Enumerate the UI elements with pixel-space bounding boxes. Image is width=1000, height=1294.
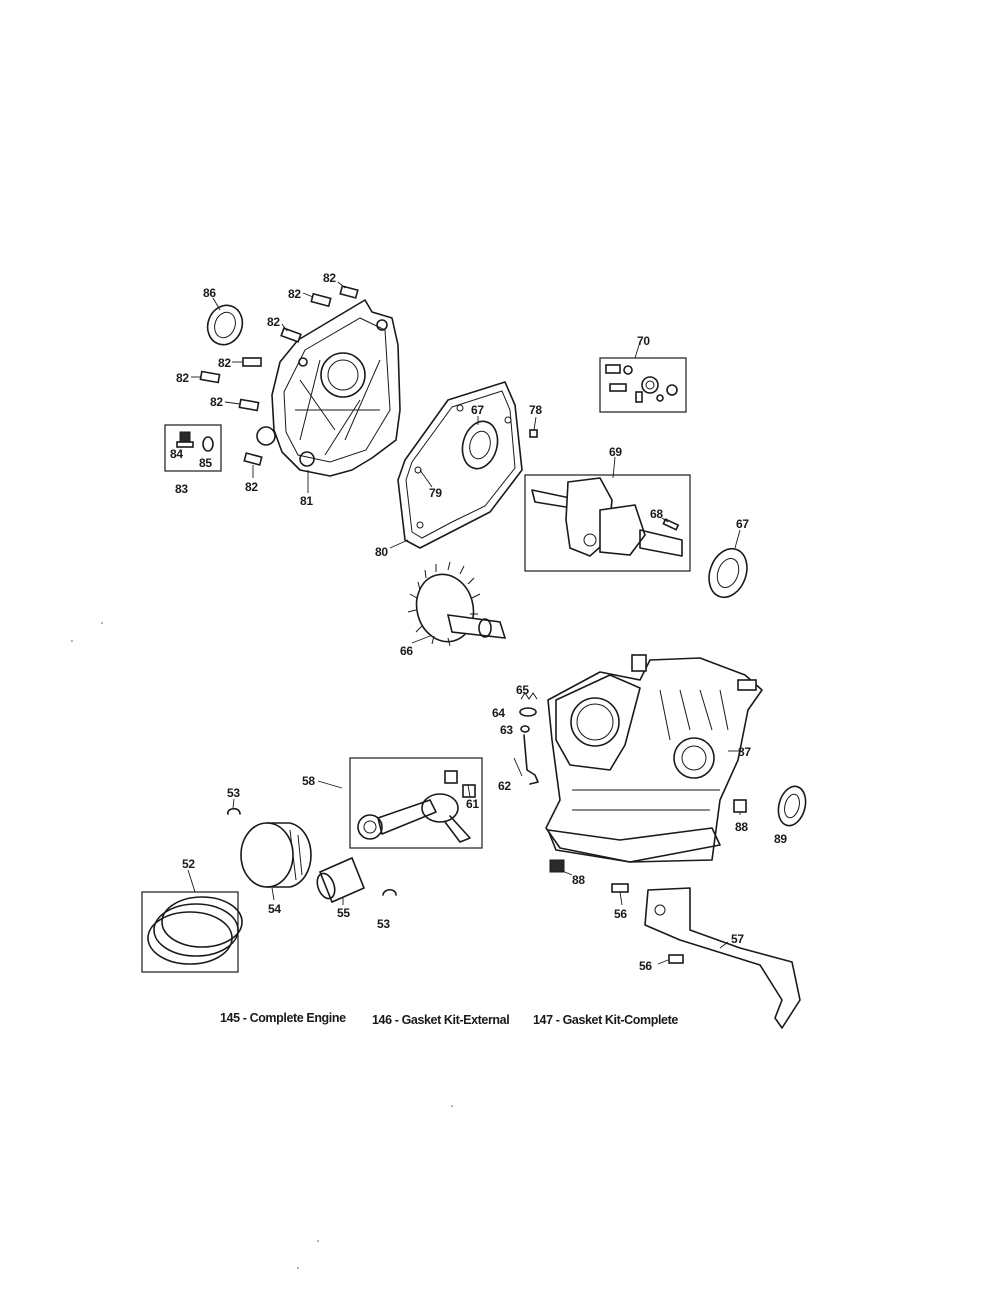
callout-52: 52 (182, 857, 195, 871)
circlip-53-lower-part[interactable] (382, 888, 397, 896)
camshaft-66-part[interactable] (407, 561, 507, 648)
callout-85: 85 (199, 456, 212, 470)
callout-56: 56 (639, 959, 652, 973)
kit-legend: 145 - Complete Engine 146 - Gasket Kit-E… (220, 1011, 679, 1027)
dowel-78-part[interactable] (529, 429, 538, 438)
callout-80: 80 (375, 545, 388, 559)
callout-83: 83 (175, 482, 188, 496)
callout-70: 70 (637, 334, 650, 348)
callout-86: 86 (203, 286, 216, 300)
piston-54-part[interactable] (240, 822, 312, 888)
callout-87: 87 (738, 745, 751, 759)
bolt-56-lower-part[interactable] (668, 954, 684, 964)
callout-82: 82 (176, 371, 189, 385)
bearing-67-upper-part[interactable] (457, 417, 502, 472)
callout-68: 68 (650, 507, 663, 521)
callout-56: 56 (614, 907, 627, 921)
callout-88: 88 (572, 873, 585, 887)
callout-79: 79 (429, 486, 442, 500)
callout-58: 58 (302, 774, 315, 788)
callout-82: 82 (323, 271, 336, 285)
callout-67: 67 (471, 403, 484, 417)
bracket-57-part[interactable] (644, 887, 801, 1029)
circlip-53-upper-part[interactable] (227, 807, 241, 815)
callout-82: 82 (210, 395, 223, 409)
callout-82: 82 (288, 287, 301, 301)
engine-block-87-part[interactable] (545, 654, 763, 863)
bolt-56-upper-part[interactable] (611, 883, 629, 893)
kit-box-70 (599, 357, 687, 413)
callout-67: 67 (736, 517, 749, 531)
oring-63-part[interactable] (520, 725, 530, 733)
oil-seal-86-part[interactable] (202, 300, 248, 349)
kit-146-label: 146 - Gasket Kit-External (372, 1013, 509, 1027)
callout-82: 82 (245, 480, 258, 494)
callout-62: 62 (498, 779, 511, 793)
connecting-rod-58-part[interactable] (357, 770, 476, 843)
kit-box-69 (524, 474, 691, 572)
bolt-82-group[interactable] (199, 285, 359, 466)
callout-82: 82 (218, 356, 231, 370)
kit-145-label: 145 - Complete Engine (220, 1011, 346, 1025)
callout-81: 81 (300, 494, 313, 508)
callout-84: 84 (170, 447, 183, 461)
crankshaft-69-part[interactable] (531, 477, 683, 557)
callout-82: 82 (267, 315, 280, 329)
callout-89: 89 (774, 832, 787, 846)
kit-147-label: 147 - Gasket Kit-Complete (533, 1013, 678, 1027)
plug-88-upper-part[interactable] (733, 799, 747, 813)
callout-53: 53 (377, 917, 390, 931)
dipstick-62-part[interactable] (523, 734, 539, 785)
spring-65-part[interactable] (520, 692, 538, 700)
seal-89-part[interactable] (774, 783, 809, 828)
washer-64-part[interactable] (519, 707, 537, 717)
callout-63: 63 (500, 723, 513, 737)
kit-box-58 (349, 757, 483, 849)
callout-88: 88 (735, 820, 748, 834)
drain-plug-84-part[interactable] (176, 431, 194, 448)
crankcase-cover-part[interactable] (256, 299, 401, 477)
gasket-80-part[interactable] (397, 381, 523, 549)
governor-kit-70-part[interactable] (605, 364, 678, 403)
callout-labels: 82 82 82 82 82 82 82 86 84 85 83 81 67 7… (170, 271, 788, 973)
callout-55: 55 (337, 906, 350, 920)
washer-85-part[interactable] (202, 436, 214, 452)
piston-pin-55-part[interactable] (314, 856, 366, 904)
callout-78: 78 (529, 403, 542, 417)
scan-specks (71, 622, 453, 1269)
callout-66: 66 (400, 644, 413, 658)
callout-57: 57 (731, 932, 744, 946)
kit-box-83 (164, 424, 222, 472)
callout-54: 54 (268, 902, 281, 916)
bearing-67-lower-part[interactable] (703, 543, 754, 602)
plug-88-lower-part[interactable] (549, 859, 565, 873)
piston-rings-52-part[interactable] (147, 896, 243, 965)
callout-69: 69 (609, 445, 622, 459)
callout-61: 61 (466, 797, 479, 811)
callout-53: 53 (227, 786, 240, 800)
leader-lines (187, 281, 742, 965)
callout-64: 64 (492, 706, 505, 720)
callout-65: 65 (516, 683, 529, 697)
